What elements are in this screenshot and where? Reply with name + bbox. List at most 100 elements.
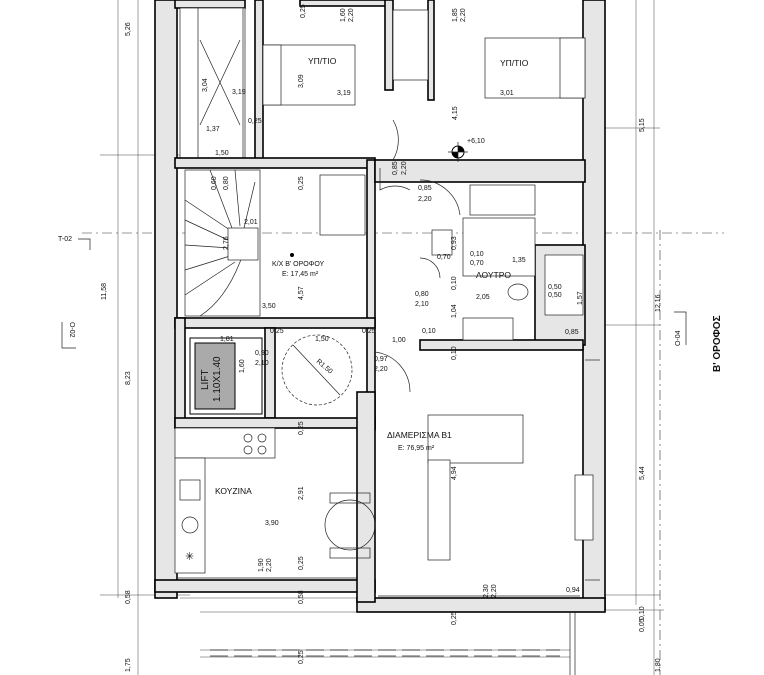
dim-label: 2,05 bbox=[476, 294, 490, 301]
dim-label: 0,10 bbox=[470, 251, 484, 258]
room-label-stair-hall: Κ/Χ Β' ΟΡΟΦΟΥ bbox=[272, 261, 325, 268]
dim-label: 0,80 bbox=[223, 176, 230, 190]
dim-label: 0,25 bbox=[362, 328, 376, 335]
dim-label: 1,35 bbox=[512, 257, 526, 264]
dim-label: 3,19 bbox=[337, 90, 351, 97]
dim-label: 2,10 bbox=[255, 360, 269, 367]
lift-label: LIFT bbox=[200, 369, 211, 390]
dim-label: 0,58 bbox=[125, 590, 132, 604]
dim-label: 2,91 bbox=[298, 486, 305, 500]
dim-label: 0,60 bbox=[211, 176, 218, 190]
dimension-labels: 3,19 3,19 3,19 3,01 1,37 0,25 1,50 0,85 … bbox=[206, 89, 580, 594]
axis-marker-o02: O-02 bbox=[61, 322, 76, 349]
dim-label: 0,93 bbox=[451, 236, 458, 250]
exterior-walls bbox=[154, 0, 606, 613]
floor-label: Β' ΟΡΟΦΟΣ bbox=[712, 315, 723, 372]
axis-label-t02: T-02 bbox=[58, 236, 72, 243]
dim-label: 2,20 bbox=[418, 196, 432, 203]
dim-label: 0,80 bbox=[415, 291, 429, 298]
dim-label: 0,85 bbox=[418, 185, 432, 192]
dim-label: 11,58 bbox=[101, 283, 108, 300]
windows bbox=[178, 359, 600, 597]
room-label-bedroom-right: ΥΠ/ΤΙΟ bbox=[500, 58, 529, 68]
axis-marker-o04: O-04 bbox=[674, 311, 687, 346]
lift-car bbox=[194, 342, 236, 410]
dim-label: 4,94 bbox=[451, 466, 458, 480]
room-label-kitchen: ΚΟΥΖΙΝΑ bbox=[215, 486, 252, 496]
dim-label: 12,16 bbox=[655, 294, 662, 312]
room-area-stair-hall: Ε: 17,45 m² bbox=[282, 271, 319, 278]
axis-label-o02: O-02 bbox=[68, 322, 75, 338]
level-value: +6,10 bbox=[467, 138, 485, 145]
dim-label: 2,01 bbox=[244, 219, 258, 226]
dim-label: 0,25 bbox=[451, 611, 458, 625]
turning-circle bbox=[281, 334, 353, 406]
dim-label: 0,50 bbox=[548, 284, 562, 291]
dim-label: 0,97 bbox=[374, 356, 388, 363]
interior-walls bbox=[174, 0, 586, 603]
dim-label: 4,57 bbox=[298, 286, 305, 300]
dim-label: 5,26 bbox=[125, 22, 132, 36]
dim-label: 0,05 bbox=[639, 618, 646, 632]
dim-label: 1,80 bbox=[655, 658, 662, 672]
dim-label: 0,25 bbox=[298, 556, 305, 570]
room-label-apartment: ΔΙΑΜΕΡΙΣΜΑ Β1 bbox=[387, 430, 452, 440]
dim-label: 1,00 bbox=[392, 337, 406, 344]
dim-label: 2,20 bbox=[374, 366, 388, 373]
dim-label: 2,10 bbox=[415, 301, 429, 308]
dim-label: 2,20 bbox=[460, 8, 467, 22]
dim-label: 0,10 bbox=[422, 328, 436, 335]
axis-marker-t02: T-02 bbox=[58, 236, 91, 250]
dim-label: 1,04 bbox=[451, 304, 458, 318]
dim-label: 2,20 bbox=[491, 584, 498, 598]
dim-label: 1,50 bbox=[215, 150, 229, 157]
dim-label: 3,90 bbox=[265, 520, 279, 527]
dim-label: 0,10 bbox=[639, 606, 646, 620]
dim-label: 3,19 bbox=[232, 89, 246, 96]
dim-label: 0,25 bbox=[298, 421, 305, 435]
dim-label: 0,25 bbox=[300, 4, 307, 18]
bathroom-fixtures bbox=[431, 184, 584, 341]
furniture-living bbox=[427, 414, 594, 561]
dim-label: 1,90 bbox=[258, 558, 265, 572]
dim-label: 0,25 bbox=[270, 328, 284, 335]
wheelchair-lift bbox=[319, 174, 366, 236]
doors bbox=[374, 119, 461, 393]
dim-label: 5,44 bbox=[639, 466, 646, 480]
dim-label: 0,25 bbox=[298, 650, 305, 664]
stairs bbox=[184, 169, 261, 317]
dim-label: 3,09 bbox=[298, 74, 305, 88]
dim-label: 0,25 bbox=[248, 118, 262, 125]
dim-label: 1,37 bbox=[206, 126, 220, 133]
dim-label: 5,15 bbox=[639, 118, 646, 132]
dim-label: 2,20 bbox=[348, 8, 355, 22]
dim-label: 3,04 bbox=[202, 78, 209, 92]
dim-label: 0,50 bbox=[548, 292, 562, 299]
furniture-beds bbox=[262, 9, 586, 106]
dim-label: 0,10 bbox=[451, 346, 458, 360]
dim-label: 0,85 bbox=[565, 329, 579, 336]
dim-label: 2,20 bbox=[266, 558, 273, 572]
room-label-bathroom: ΛΟΥΤΡΟ bbox=[476, 270, 511, 280]
dim-label: 3,50 bbox=[262, 303, 276, 310]
dim-label: 0,70 bbox=[437, 254, 451, 261]
dim-label: 1,60 bbox=[340, 8, 347, 22]
dim-label: 0,94 bbox=[566, 587, 580, 594]
room-label-bedroom-left: ΥΠ/ΤΙΟ bbox=[308, 56, 337, 66]
dim-label: 1,60 bbox=[239, 359, 246, 373]
dimension-labels-vertical: 0,25 1,60 2,20 1,85 2,20 5,26 3,04 3,09 … bbox=[101, 4, 662, 672]
turning-circle-label: R1.50 bbox=[315, 358, 334, 375]
dim-label: 2,76 bbox=[223, 236, 230, 250]
dim-label: 2,20 bbox=[401, 161, 408, 175]
level-marker: +6,10 bbox=[448, 138, 485, 162]
axis-label-o04: O-04 bbox=[675, 330, 682, 346]
kitchen-units: ✳ bbox=[174, 427, 376, 574]
fan-icon: ✳ bbox=[185, 551, 194, 563]
dim-label: 1,85 bbox=[452, 8, 459, 22]
room-area-apartment: Ε: 76,95 m² bbox=[398, 445, 435, 452]
dim-label: 1,57 bbox=[577, 291, 584, 305]
dim-label: 4,15 bbox=[452, 106, 459, 120]
dim-label: 2,30 bbox=[483, 584, 490, 598]
dim-label: 1,50 bbox=[315, 336, 329, 343]
dim-label: 0,90 bbox=[255, 350, 269, 357]
